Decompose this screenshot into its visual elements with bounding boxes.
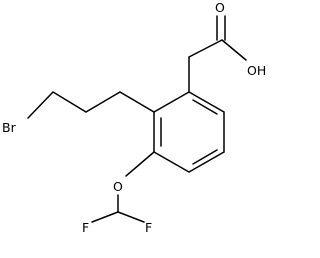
ring-bond-2 [188, 91, 225, 113]
ar-o-bond [125, 151, 155, 177]
c-f-left-bond [91, 211, 119, 223]
propyl-bond-2 [85, 91, 121, 113]
c-f-right-bond [117, 211, 145, 223]
ether-oxygen-label: O [113, 179, 123, 194]
fluorine-left-label: F [82, 220, 89, 235]
fluorine-right-label: F [145, 220, 152, 235]
propyl-bond-3 [52, 91, 87, 113]
oxygen-carbonyl-label: O [215, 0, 225, 15]
bromine-label: Br [2, 120, 17, 135]
c-br-bond [27, 91, 54, 119]
ring-bond-4 [188, 151, 225, 173]
hydroxyl-label: OH [247, 63, 266, 78]
c-oh-bond [221, 39, 247, 61]
c-carboxyl-bond [188, 39, 223, 58]
ring-double-bond-2 [192, 149, 218, 165]
ring-bond-1 [153, 91, 190, 113]
structure-canvas: O OH Br O F F [2, 0, 266, 235]
ring-bond-5 [153, 151, 190, 173]
ring-double-bond-1 [192, 99, 218, 115]
propyl-bond-1 [119, 91, 155, 113]
molecule-drawing: O OH Br O F F [2, 0, 266, 235]
